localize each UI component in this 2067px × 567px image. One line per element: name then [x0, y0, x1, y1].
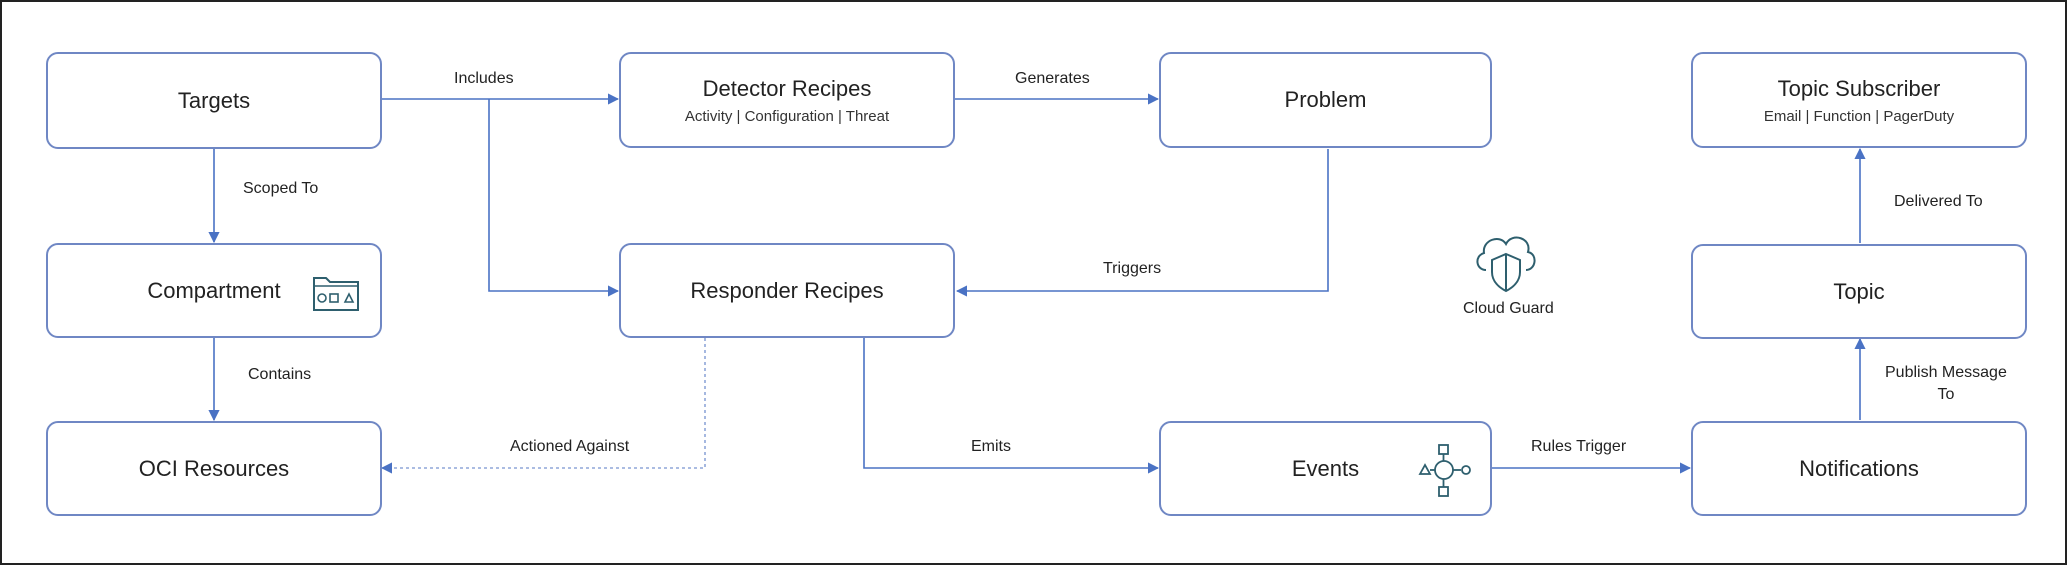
edge-label-rules-trigger: Rules Trigger — [1531, 438, 1627, 455]
node-title: Problem — [1284, 87, 1367, 112]
node-subtitle: Email | Function | PagerDuty — [1763, 107, 1955, 125]
edge-label-scoped-to: Scoped To — [243, 180, 319, 197]
node-subtitle: Activity | Configuration | Threat — [684, 107, 890, 125]
node-responder-recipes: Responder Recipes — [619, 243, 955, 338]
edge-label-emits: Emits — [971, 438, 1011, 455]
node-topic: Topic — [1691, 244, 2027, 339]
edge-triggers — [955, 149, 1329, 297]
edge-label-includes: Includes — [454, 70, 514, 87]
node-events: Events — [1159, 421, 1492, 516]
node-targets: Targets — [46, 52, 382, 149]
node-title: Compartment — [147, 277, 281, 303]
edge-label-triggers: Triggers — [1103, 260, 1162, 277]
node-problem: Problem — [1159, 52, 1492, 148]
node-topic-subscriber: Topic Subscriber Email | Function | Page… — [1691, 52, 2027, 148]
edge-label-publish-message-to: Publish Message To — [1885, 364, 2007, 403]
node-notifications: Notifications — [1691, 421, 2027, 516]
edge-label-actioned-against: Actioned Against — [510, 438, 630, 455]
cloud-guard-label: Cloud Guard — [1463, 300, 1554, 317]
edge-label-generates: Generates — [1015, 70, 1090, 87]
node-title: Targets — [177, 87, 251, 113]
edge-actioned-against — [380, 338, 706, 474]
edge-label-contains: Contains — [248, 366, 312, 383]
edge-includes-branch — [488, 99, 620, 297]
node-title: Detector Recipes — [702, 75, 872, 101]
node-title: Events — [1291, 455, 1360, 481]
node-title: Responder Recipes — [690, 277, 884, 303]
node-oci-resources: OCI Resources — [46, 421, 382, 516]
node-compartment: Compartment — [46, 243, 382, 338]
edge-label-delivered-to: Delivered To — [1894, 193, 1983, 210]
node-title: Notifications — [1799, 455, 1919, 481]
node-detector-recipes: Detector Recipes Activity | Configuratio… — [619, 52, 955, 148]
edge-emits — [863, 338, 1160, 474]
node-title: Topic — [1833, 278, 1885, 304]
node-title: Topic Subscriber — [1777, 75, 1941, 101]
folder-shapes-icon — [313, 277, 359, 311]
node-title: OCI Resources — [138, 455, 290, 481]
cloud-shield-icon — [1476, 236, 1536, 293]
event-flow-icon — [1418, 444, 1471, 497]
